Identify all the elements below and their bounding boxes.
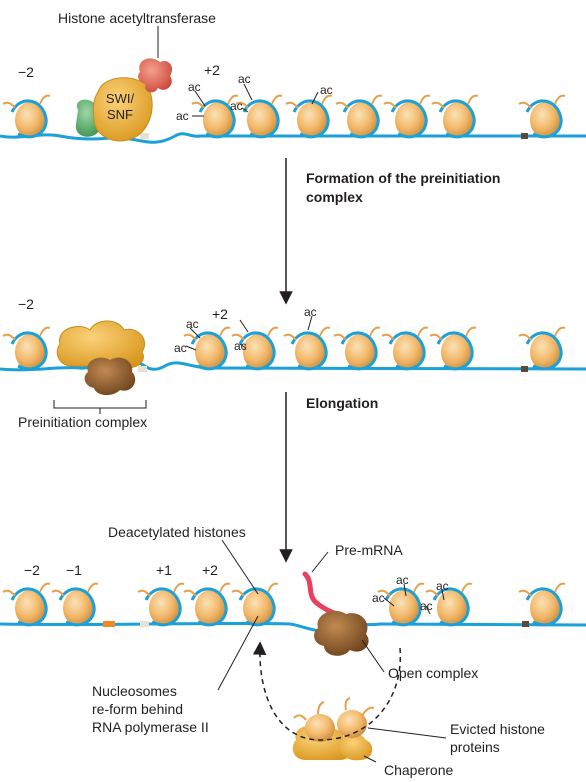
position-minus1: −1 (66, 562, 82, 578)
nucleosome (518, 582, 566, 627)
dna-marker (140, 621, 149, 627)
label-pointer (221, 539, 259, 595)
nucleosome (431, 94, 479, 139)
rna-polymerase-ii (314, 610, 369, 656)
dna-marker (103, 621, 115, 627)
label-pointer (367, 727, 447, 739)
nucleosome (429, 326, 477, 371)
ac-label: ac (176, 109, 189, 123)
ac-label: ac (436, 579, 449, 593)
ac-tail (239, 319, 249, 333)
nucleosomes-reform-label: Nucleosomes re-form behind RNA polymeras… (92, 683, 209, 735)
rna-polymerase-ii (84, 357, 136, 396)
deacetylated-histones-label: Deacetylated histones (108, 524, 246, 540)
pic-bracket (53, 400, 147, 414)
ac-label: ac (186, 317, 199, 331)
histone-acetyltransferase (138, 58, 173, 93)
nucleosome (335, 94, 383, 139)
nucleosome (183, 326, 231, 371)
ac-tail (239, 343, 247, 349)
panel-2-preinitiation (0, 315, 586, 414)
nucleosome (2, 582, 51, 627)
position-minus2: −2 (24, 562, 40, 578)
swi-snf-label-line: SNF (107, 107, 133, 122)
nucleosome (383, 94, 431, 139)
ac-label: ac (396, 573, 409, 587)
label-pointer (311, 551, 329, 573)
dna-marker (521, 133, 528, 139)
ac-label: ac (320, 83, 333, 97)
position-plus2: +2 (202, 562, 218, 578)
position-minus2: −2 (18, 64, 34, 80)
nucleosome (283, 326, 331, 371)
ac-tail (441, 589, 445, 601)
nucleosome (231, 326, 279, 371)
hat-label: Histone acetyltransferase (58, 10, 216, 26)
dna-marker (522, 621, 529, 627)
evicted-histone-proteins-label: Evicted histone proteins (450, 721, 545, 755)
swi-snf-label: SWI/SNF (106, 91, 135, 122)
nucleosome (425, 582, 473, 627)
position-plus2: +2 (212, 306, 228, 322)
pre-mrna-label: Pre-mRNA (335, 542, 403, 558)
ac-label: ac (234, 339, 247, 353)
chaperone-label: Chaperone (384, 762, 454, 778)
dna-marker (521, 366, 528, 372)
nucleosome (183, 582, 231, 627)
evicted-histone (293, 701, 335, 742)
ac-label: ac (420, 599, 433, 613)
ac-label: ac (174, 341, 187, 355)
ac-label: ac (188, 80, 201, 94)
nucleosome (381, 326, 429, 371)
ac-tail (425, 605, 431, 615)
ac-tail (189, 327, 201, 339)
nucleosome (51, 582, 99, 627)
label-pointer (363, 755, 377, 763)
nucleosome (333, 326, 381, 371)
evicted-histone (337, 697, 375, 738)
position-minus2: −2 (18, 296, 34, 312)
position-plus1: +1 (156, 562, 172, 578)
position-plus2: +2 (204, 62, 220, 78)
ac-label: ac (238, 72, 251, 86)
histone-recycling-path (252, 641, 402, 741)
ac-tail (185, 345, 197, 351)
preinitiation-complex-label: Preinitiation complex (18, 414, 148, 430)
label-pointer (217, 615, 259, 691)
ac-tail (383, 597, 395, 607)
ac-tail (243, 83, 253, 101)
ac-label: ac (304, 305, 317, 319)
open-complex-label: Open complex (388, 665, 479, 681)
ac-tail (194, 90, 206, 107)
dna-strand (0, 621, 586, 633)
step-formation-label: Formation of the preinitiation complex (306, 170, 501, 205)
nucleosome (285, 94, 333, 139)
nucleosome (2, 94, 51, 139)
swi-snf-complex (92, 77, 153, 142)
ac-tail (241, 107, 249, 113)
ac-tail (307, 315, 313, 331)
nucleosome (235, 94, 283, 139)
chaperone (339, 733, 373, 761)
nucleosome (518, 326, 566, 371)
panel-3-elongation (0, 539, 586, 763)
general-transcription-factors (56, 320, 146, 369)
dna-marker (140, 133, 149, 139)
step-elongation-label: Elongation (306, 395, 379, 411)
ac-tail (403, 583, 407, 597)
ac-label: ac (230, 99, 243, 113)
nucleosome (231, 582, 279, 627)
dna-marker (138, 366, 147, 372)
swi-snf-label-line: SWI/ (106, 91, 135, 106)
nucleosome (137, 582, 185, 627)
ac-label: ac (372, 591, 385, 605)
ac-tail (311, 91, 319, 105)
nucleosome (191, 94, 239, 139)
nucleosome (2, 326, 51, 371)
label-pointer (361, 639, 385, 673)
panel-1-initial-chromatin (0, 26, 586, 144)
nucleosome (518, 94, 566, 139)
nucleosome (377, 582, 425, 627)
